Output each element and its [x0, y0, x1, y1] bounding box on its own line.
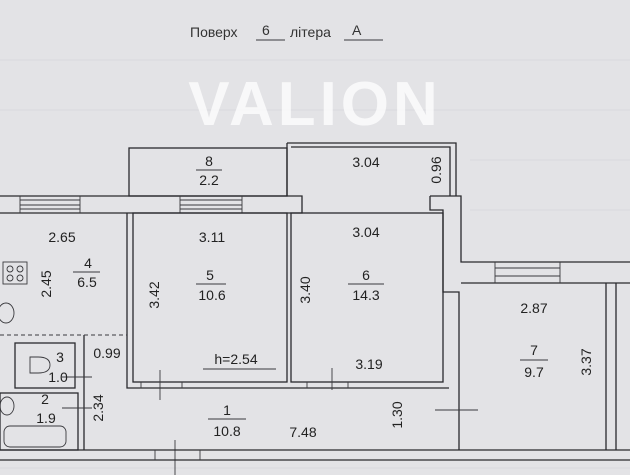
svg-text:3.42: 3.42 [146, 281, 162, 308]
toilet-icon [29, 356, 51, 374]
washbasin-icon [0, 396, 15, 416]
svg-text:А: А [352, 22, 362, 38]
svg-text:3.19: 3.19 [355, 356, 382, 372]
svg-text:3: 3 [56, 349, 64, 365]
svg-text:0.96: 0.96 [428, 156, 444, 183]
svg-text:4: 4 [84, 255, 92, 271]
svg-text:10.8: 10.8 [213, 423, 240, 439]
watermark: VALION [188, 70, 442, 139]
svg-text:5: 5 [206, 267, 214, 283]
walls [0, 142, 630, 475]
svg-text:3.04: 3.04 [352, 154, 379, 170]
svg-text:2.45: 2.45 [38, 270, 54, 297]
svg-text:14.3: 14.3 [352, 287, 379, 303]
ceiling-height: h=2.54 [214, 351, 257, 367]
svg-text:2: 2 [41, 391, 49, 407]
svg-text:10.6: 10.6 [198, 287, 225, 303]
room-labels: 8 2.2 4 6.5 5 10.6 6 14.3 7 9.7 3 1.0 2 1.9 1 10… [36, 153, 548, 439]
svg-text:2.2: 2.2 [199, 172, 219, 188]
svg-text:3.11: 3.11 [199, 229, 225, 245]
svg-text:2.87: 2.87 [520, 300, 547, 316]
svg-text:2.65: 2.65 [48, 229, 75, 245]
svg-text:7.48: 7.48 [289, 424, 316, 440]
svg-text:Поверх: Поверх [190, 24, 238, 40]
svg-text:1.30: 1.30 [389, 401, 405, 428]
svg-text:3.04: 3.04 [352, 224, 379, 240]
svg-text:7: 7 [530, 342, 538, 358]
svg-text:6: 6 [262, 22, 270, 38]
svg-text:1.9: 1.9 [36, 410, 56, 426]
sink-icon [0, 302, 15, 324]
svg-text:3.37: 3.37 [578, 348, 594, 375]
plan-header: Поверх 6 літера А [190, 22, 383, 41]
svg-text:літера: літера [290, 24, 331, 40]
dimensions: 2.65 2.45 3.11 3.42 3.04 0.96 3.04 3.40 … [38, 154, 594, 440]
svg-text:9.7: 9.7 [524, 364, 544, 380]
svg-text:6.5: 6.5 [77, 274, 97, 290]
svg-text:6: 6 [362, 267, 370, 283]
svg-text:0.99: 0.99 [93, 345, 120, 361]
background-grid [0, 59, 630, 469]
svg-text:1: 1 [223, 402, 231, 418]
svg-text:8: 8 [205, 153, 213, 169]
svg-text:2.34: 2.34 [90, 394, 106, 421]
svg-text:1.0: 1.0 [48, 369, 68, 385]
svg-text:3.40: 3.40 [297, 276, 313, 303]
stove-icon [2, 261, 28, 285]
